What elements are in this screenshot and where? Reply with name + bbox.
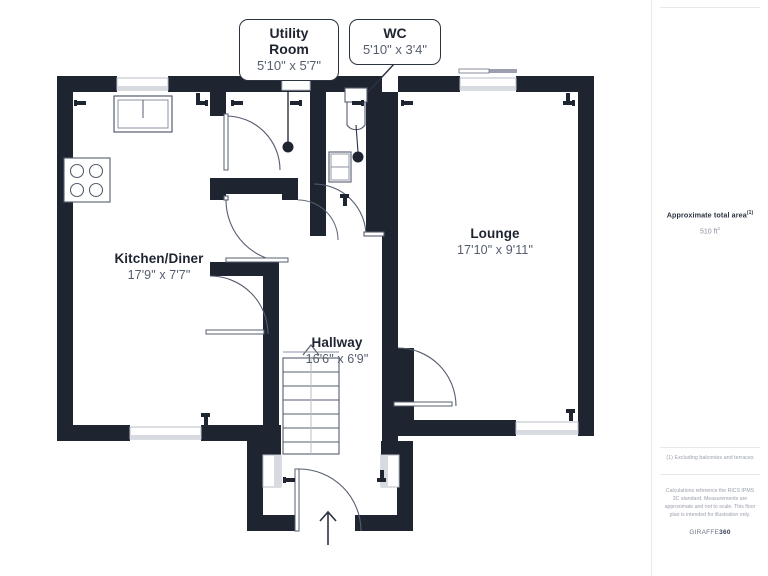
doors — [205, 113, 457, 532]
room-dimensions: 16'6" x 6'9" — [305, 352, 369, 366]
room-name: Lounge — [470, 226, 520, 241]
floorplan-canvas[interactable] — [0, 0, 651, 576]
total-area-title-text: Approximate total area — [666, 210, 747, 220]
room-name: Kitchen/Diner — [114, 251, 204, 266]
callout-utility-room[interactable]: Utility Room 5'10" x 5'7" — [239, 19, 339, 81]
sidebar-divider-bottom — [660, 474, 760, 475]
total-area-title: Approximate total area(1) — [652, 210, 768, 219]
brand-name: GIRAFFE — [689, 529, 720, 536]
callout-wc[interactable]: WC 5'10" x 3'4" — [349, 19, 441, 65]
pendant-light — [282, 92, 364, 163]
total-area-value: 510 ft2 — [652, 226, 768, 235]
room-name: Hallway — [311, 335, 363, 350]
room-dimensions: 17'10" x 9'11" — [457, 243, 533, 257]
room-label-lounge: Lounge 17'10" x 9'11" — [421, 226, 569, 257]
brand-suffix: 360 — [719, 529, 731, 536]
brand-logo: GIRAFFE360 — [652, 529, 768, 536]
floorplan-svg — [57, 68, 594, 545]
excluding-note: (1) Excluding balconies and terraces — [666, 455, 754, 461]
wash-basin — [328, 151, 352, 183]
north-arrow — [319, 510, 337, 545]
hob — [63, 157, 111, 203]
callout-dimensions: 5'10" x 5'7" — [256, 58, 322, 73]
sidebar-divider-top — [660, 7, 760, 8]
total-area-unit-exponent: 2 — [717, 226, 721, 232]
info-sidebar: Approximate total area(1) 510 ft2 (1) Ex… — [651, 0, 768, 576]
disclaimer-text: Calculations reference the RICS IPMS 3C … — [664, 488, 756, 518]
walls — [57, 76, 594, 531]
kitchen-sink — [113, 95, 173, 133]
room-label-kitchen-diner: Kitchen/Diner 17'9" x 7'7" — [84, 251, 234, 282]
total-area-block: Approximate total area(1) 510 ft2 — [652, 210, 768, 236]
windows — [116, 68, 579, 488]
view-markers — [74, 93, 575, 483]
callout-name: WC — [383, 25, 407, 41]
total-area-number: 510 ft — [699, 228, 718, 236]
room-label-hallway: Hallway 16'6" x 6'9" — [280, 335, 394, 366]
toilet — [344, 87, 368, 131]
callout-name: Utility Room — [269, 25, 309, 57]
room-dimensions: 17'9" x 7'7" — [127, 268, 191, 282]
total-area-footnote-marker: (1) — [746, 210, 754, 216]
staircase — [282, 344, 340, 455]
sidebar-divider-middle — [660, 447, 760, 448]
callout-dimensions: 5'10" x 3'4" — [362, 42, 428, 57]
